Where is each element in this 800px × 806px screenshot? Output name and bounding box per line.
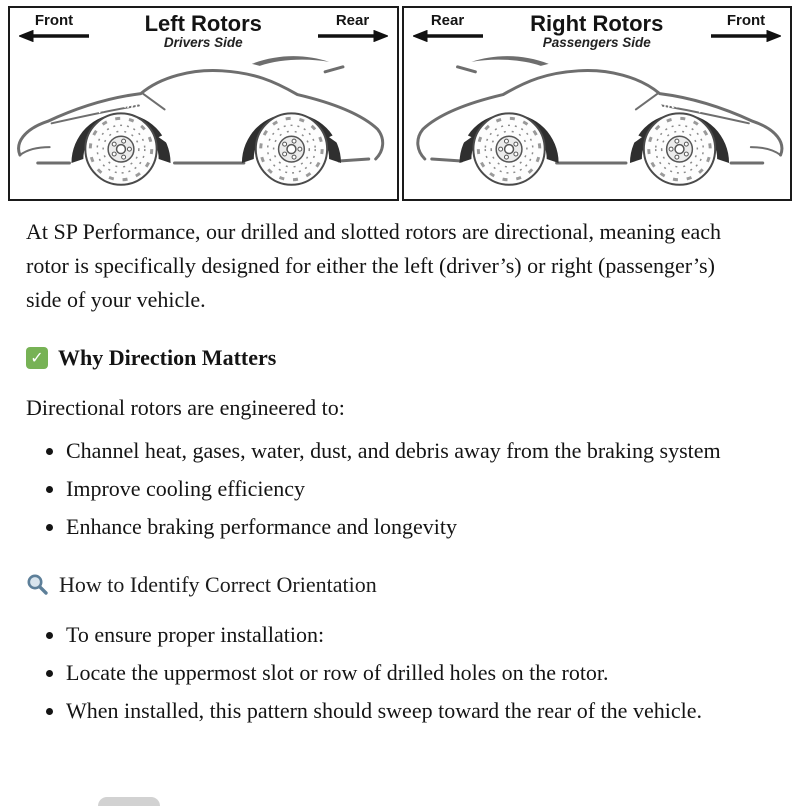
document-root: Front Left Rotors Drivers Side Rear (0, 6, 800, 806)
rotor-direction-diagram: Front Left Rotors Drivers Side Rear (8, 6, 792, 202)
left-rotors-subtitle: Drivers Side (163, 35, 243, 51)
check-mark-icon: ✓ (26, 347, 48, 370)
next-image-cutoff (98, 797, 160, 806)
left-rotors-title: Left Rotors (144, 11, 262, 36)
left-rotors-panel: Front Left Rotors Drivers Side Rear (8, 6, 399, 202)
left-panel-front-label: Front (18, 13, 90, 42)
magnifier-icon (27, 574, 48, 596)
why-lead-text: Directional rotors are engineered to: (26, 395, 345, 421)
list-item: Improve cooling efficiency (66, 472, 726, 506)
identify-heading-text: How to Identify Correct Orientation (59, 571, 377, 597)
left-panel-header: Front Left Rotors Drivers Side Rear (10, 8, 397, 50)
list-item: Channel heat, gases, water, dust, and de… (66, 434, 726, 468)
left-car-illustration: Rotation Rotation (17, 55, 385, 187)
identify-orientation-heading: How to Identify Correct Orientation (26, 568, 726, 602)
right-arrow-icon (317, 29, 388, 42)
right-panel-title-block: Right Rotors Passengers Side (484, 11, 711, 51)
right-rotors-panel: Rear Right Rotors Passengers Side Front (401, 6, 792, 202)
list-item: To ensure proper installation: (66, 618, 726, 652)
left-arrow-icon (412, 29, 483, 42)
why-bullet-list: Channel heat, gases, water, dust, and de… (26, 434, 726, 544)
right-rotors-subtitle: Passengers Side (542, 35, 651, 51)
list-item: Enhance braking performance and longevit… (66, 510, 726, 544)
right-arrow-icon (711, 29, 781, 42)
right-panel-front-label: Front (710, 13, 782, 42)
list-item: When installed, this pattern should swee… (66, 694, 726, 728)
right-rotors-title: Right Rotors (530, 11, 664, 36)
intro-paragraph: At SP Performance, our drilled and slott… (26, 219, 722, 313)
svg-text:Rotation: Rotation (653, 100, 704, 117)
right-car-illustration: Rotation Rotation (415, 55, 783, 187)
right-panel-rear-label: Rear (412, 13, 484, 42)
why-direction-matters-heading: ✓ Why Direction Matters (26, 341, 726, 375)
left-arrow-icon (19, 29, 89, 42)
identify-bullet-list: To ensure proper installation: Locate th… (26, 618, 726, 728)
svg-text:Rotation: Rotation (266, 100, 317, 117)
list-item: Locate the uppermost slot or row of dril… (66, 656, 726, 690)
svg-text:Rotation: Rotation (95, 100, 146, 117)
right-panel-header: Rear Right Rotors Passengers Side Front (404, 8, 791, 50)
why-heading-text: Why Direction Matters (58, 345, 277, 371)
left-panel-title-block: Left Rotors Drivers Side (90, 11, 317, 51)
svg-text:Rotation: Rotation (483, 100, 534, 117)
left-panel-rear-label: Rear (317, 13, 389, 42)
article-content: At SP Performance, our drilled and slott… (0, 215, 726, 728)
